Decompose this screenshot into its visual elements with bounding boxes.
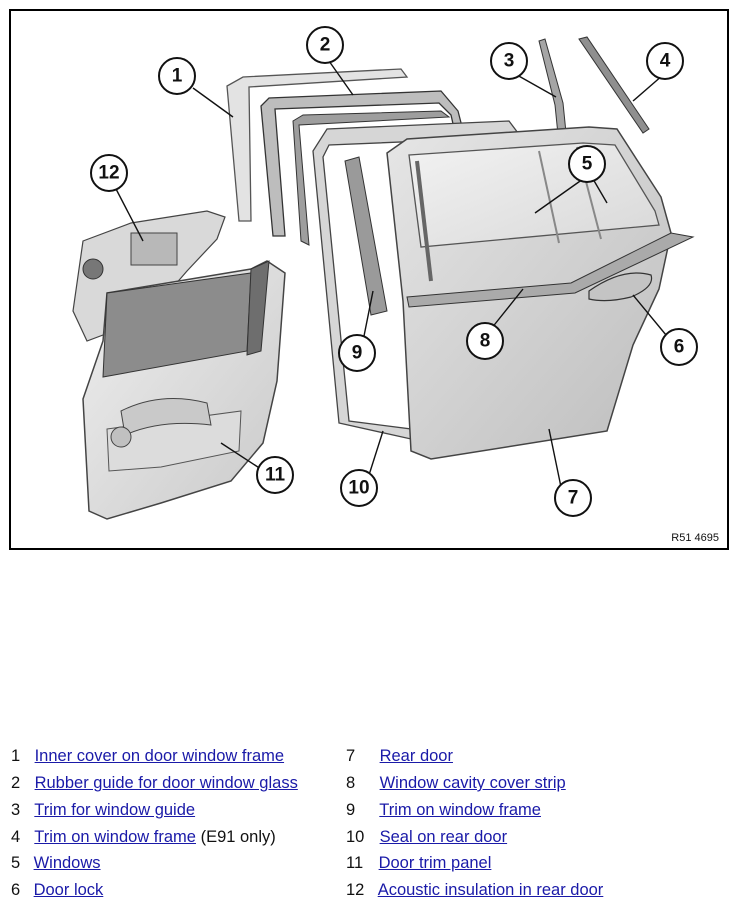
legend-link-rubber-guide[interactable]: Rubber guide for door window glass	[34, 774, 298, 792]
cavity-strip-part	[406, 232, 695, 308]
svg-text:1: 1	[172, 66, 183, 87]
legend-item-8: 8 Window cavity cover strip	[346, 774, 566, 793]
legend-item-7: 7 Rear door	[346, 747, 453, 766]
legend-link-door-lock[interactable]: Door lock	[33, 881, 104, 899]
legend-num: 8	[346, 774, 356, 792]
frame-trim-e91-part	[578, 36, 650, 134]
svg-text:8: 8	[480, 331, 491, 352]
callout-11: 11	[256, 456, 294, 494]
legend-item-2: 2 Rubber guide for door window glass	[11, 774, 298, 793]
legend-item-12: 12 Acoustic insulation in rear door	[346, 881, 603, 900]
legend-num: 6	[11, 881, 21, 899]
legend-num: 1	[11, 747, 21, 765]
callout-7: 7	[554, 479, 592, 517]
door-lock-part	[588, 272, 653, 302]
legend-num: 7	[346, 747, 356, 765]
legend-num: 2	[11, 774, 21, 792]
callout-10: 10	[340, 469, 378, 507]
legend-item-11: 11 Door trim panel	[346, 854, 491, 873]
svg-text:10: 10	[348, 478, 369, 499]
legend-item-4: 4 Trim on window frame (E91 only)	[11, 828, 276, 847]
callout-9: 9	[338, 334, 376, 372]
legend-link-rear-door[interactable]: Rear door	[379, 747, 453, 765]
legend-link-window-guide-trim[interactable]: Trim for window guide	[34, 801, 196, 819]
svg-text:3: 3	[504, 51, 515, 72]
legend-suffix: (E91 only)	[195, 828, 276, 846]
legend-link-door-seal[interactable]: Seal on rear door	[379, 828, 508, 846]
legend-num: 3	[11, 801, 21, 819]
legend-item-5: 5 Windows	[11, 854, 101, 873]
legend-link-windows[interactable]: Windows	[33, 854, 101, 872]
legend-item-9: 9 Trim on window frame	[346, 801, 541, 820]
callout-2: 2	[306, 26, 344, 64]
svg-text:4: 4	[660, 51, 671, 72]
legend-num: 12	[346, 881, 365, 899]
diagram-drawing: 1 2 3 4 5 6 7 8 9 10 11 12	[72, 26, 698, 520]
svg-text:5: 5	[582, 154, 593, 175]
legend-link-cavity-strip[interactable]: Window cavity cover strip	[379, 774, 566, 792]
callout-3: 3	[490, 42, 528, 80]
legend-item-3: 3 Trim for window guide	[11, 801, 195, 820]
legend-num: 11	[346, 854, 364, 872]
legend-link-frame-trim-e91[interactable]: Trim on window frame	[34, 828, 196, 846]
leader-lines	[114, 60, 672, 488]
svg-text:12: 12	[98, 163, 119, 184]
callout-12: 12	[90, 154, 128, 192]
legend-item-1: 1 Inner cover on door window frame	[11, 747, 284, 766]
svg-text:9: 9	[352, 343, 363, 364]
callout-5: 5	[568, 145, 606, 183]
legend-link-acoustic-insulation[interactable]: Acoustic insulation in rear door	[377, 881, 604, 899]
legend-item-6: 6 Door lock	[11, 881, 103, 900]
callout-4: 4	[646, 42, 684, 80]
legend-link-door-trim-panel[interactable]: Door trim panel	[378, 854, 492, 872]
inner-cover-part	[226, 68, 409, 222]
svg-text:7: 7	[568, 488, 579, 509]
exploded-diagram: 1 2 3 4 5 6 7 8 9 10 11 12 R51 4695	[9, 9, 729, 550]
figure-reference-code: R51 4695	[671, 532, 719, 544]
legend-num: 4	[11, 828, 21, 846]
callout-6: 6	[660, 328, 698, 366]
legend-link-frame-trim[interactable]: Trim on window frame	[379, 801, 541, 819]
legend-num: 10	[346, 828, 365, 846]
callout-8: 8	[466, 322, 504, 360]
callout-1: 1	[158, 57, 196, 95]
legend-num: 9	[346, 801, 356, 819]
svg-text:11: 11	[265, 465, 286, 486]
legend-link-inner-cover[interactable]: Inner cover on door window frame	[34, 747, 285, 765]
legend-item-10: 10 Seal on rear door	[346, 828, 507, 847]
svg-text:2: 2	[320, 35, 331, 56]
svg-text:6: 6	[674, 337, 685, 358]
frame-trim-part	[344, 156, 388, 316]
legend-num: 5	[11, 854, 21, 872]
